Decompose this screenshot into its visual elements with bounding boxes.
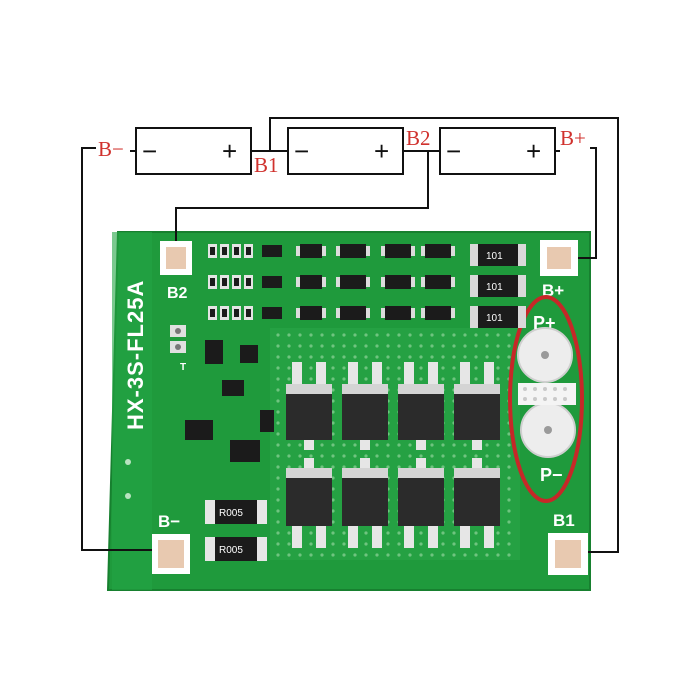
pad-b-minus-label: B− bbox=[158, 512, 180, 531]
mosfet-7 bbox=[398, 458, 444, 548]
svg-text:101: 101 bbox=[486, 251, 503, 262]
battery-cell-3: − + bbox=[439, 127, 556, 175]
wire-label-b-minus: B− bbox=[98, 137, 124, 161]
resistor-101-b: 101 bbox=[470, 275, 526, 297]
mosfet-8 bbox=[454, 458, 500, 548]
balance-row-2 bbox=[208, 275, 455, 289]
pad-b1 bbox=[548, 533, 588, 575]
pad-b2 bbox=[160, 241, 192, 275]
wire-label-b1: B1 bbox=[254, 153, 279, 177]
mosfet-2 bbox=[342, 362, 388, 450]
shunt-resistor-b: R005 bbox=[205, 537, 267, 561]
mosfet-4 bbox=[454, 362, 500, 450]
via-strip-dots bbox=[523, 387, 567, 401]
balance-row-3 bbox=[208, 306, 455, 320]
board-model-label: HX-3S-FL25A bbox=[123, 280, 148, 430]
wires bbox=[81, 117, 619, 553]
wire-label-b-plus: B+ bbox=[560, 126, 586, 150]
pad-b-plus bbox=[540, 240, 578, 276]
thermistor-pads bbox=[170, 325, 186, 353]
thermistor-label: T bbox=[180, 362, 186, 373]
svg-text:R005: R005 bbox=[219, 545, 243, 556]
pad-p-plus-label: P+ bbox=[533, 313, 556, 333]
cell-1-positive: + bbox=[222, 136, 237, 166]
cell-3-positive: + bbox=[526, 136, 541, 166]
svg-text:101: 101 bbox=[486, 313, 503, 324]
control-chips bbox=[185, 340, 274, 462]
pad-b-minus bbox=[152, 534, 190, 574]
mosfet-1 bbox=[286, 362, 332, 450]
pad-b2-label: B2 bbox=[167, 285, 188, 302]
cell-2-negative: − bbox=[294, 136, 309, 166]
pad-p-plus bbox=[517, 327, 573, 383]
battery-cell-1: − + bbox=[135, 127, 252, 175]
pad-b1-label: B1 bbox=[553, 511, 575, 530]
cell-1-negative: − bbox=[142, 136, 157, 166]
wire-b-plus bbox=[555, 147, 597, 259]
wire-b2 bbox=[175, 151, 429, 241]
balance-row-1 bbox=[208, 244, 455, 258]
highlight-ellipse bbox=[508, 295, 584, 503]
wire-b1 bbox=[269, 117, 619, 553]
resistor-101-c: 101 bbox=[470, 306, 526, 328]
pad-p-minus-label: P− bbox=[540, 465, 563, 485]
wire-b-minus bbox=[81, 147, 152, 551]
cell-3-negative: − bbox=[446, 136, 461, 166]
svg-text:101: 101 bbox=[486, 282, 503, 293]
battery-cell-2: − + bbox=[287, 127, 404, 175]
svg-text:R005: R005 bbox=[219, 508, 243, 519]
mosfet-array bbox=[286, 362, 500, 548]
mosfet-3 bbox=[398, 362, 444, 450]
mosfet-6 bbox=[342, 458, 388, 548]
wire-label-b2: B2 bbox=[406, 126, 431, 150]
balance-components bbox=[208, 244, 455, 320]
via-strip bbox=[518, 383, 576, 405]
mosfet-5 bbox=[286, 458, 332, 548]
resistor-101-a: 101 bbox=[470, 244, 526, 266]
pad-p-minus bbox=[520, 402, 576, 458]
shunt-resistor-a: R005 bbox=[205, 500, 267, 524]
cell-2-positive: + bbox=[374, 136, 389, 166]
